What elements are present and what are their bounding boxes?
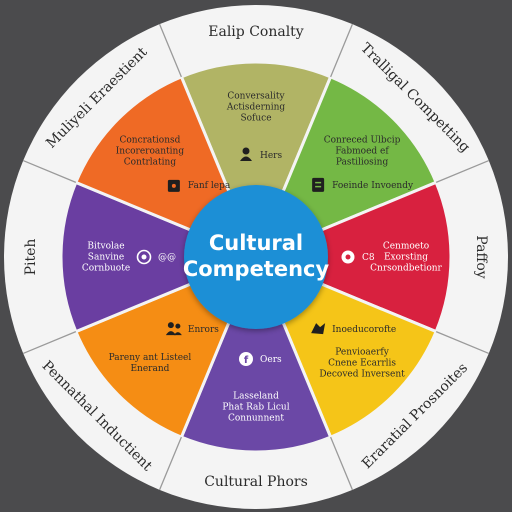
divider-top-left xyxy=(22,159,77,183)
divider-top-right xyxy=(330,23,354,78)
divider-left xyxy=(22,331,77,355)
segment-text-top-left: Contrlating xyxy=(124,157,177,167)
segment-text-top-left: Incoreroanting xyxy=(116,146,185,156)
outer-label-bottom: Cultural Phors xyxy=(204,474,308,490)
segment-text-top: Actisderning xyxy=(226,103,286,113)
target-icon xyxy=(136,249,152,265)
hand-icon xyxy=(311,323,326,335)
center-title-line1: Cultural xyxy=(209,231,303,255)
outer-label-right: Paffoy xyxy=(473,235,489,279)
person-icon xyxy=(240,147,252,161)
segment-text-bottom-right: Penvioaerfy xyxy=(335,348,389,358)
segment-text-right: Cenmoeto xyxy=(383,242,429,252)
divider-right xyxy=(435,159,490,183)
icon-text-left: @@ xyxy=(158,253,176,263)
icon-text-bottom: Oers xyxy=(260,355,282,365)
icon-text-bottom-left: Enrors xyxy=(188,325,219,335)
icon-text-top: Hers xyxy=(260,151,282,161)
document-icon xyxy=(312,177,325,192)
center-circle xyxy=(184,185,328,329)
facebook-icon: f xyxy=(239,352,253,366)
segment-text-bottom-right: Cnene Ecarrlis xyxy=(328,359,396,369)
segment-text-top-left: Concrationsd xyxy=(119,135,180,145)
dividers-group xyxy=(22,23,490,491)
icon-text-top-right: Foeinde Invoendy xyxy=(332,181,414,191)
segment-text-top: Sofuce xyxy=(240,114,271,124)
segment-text-left: Bitvolae xyxy=(87,242,124,252)
segment-text-left: Sanvine xyxy=(88,253,124,263)
icon-text-bottom-right: Inoeducorofte xyxy=(332,325,396,335)
segment-text-bottom-left: Enerand xyxy=(130,364,169,374)
segment-text-top: Conversality xyxy=(227,92,285,102)
divider-bottom xyxy=(330,436,354,491)
gear-icon xyxy=(341,250,355,264)
divider-bottom-right xyxy=(435,331,490,355)
divider-top xyxy=(158,23,182,78)
segment-text-bottom: Phat Rab Licul xyxy=(222,403,289,413)
segment-text-bottom-left: Pareny ant Listeel xyxy=(109,353,192,363)
icon-text-right: C8 xyxy=(362,253,375,263)
segment-text-top-right: Fabmoed ef xyxy=(335,146,389,156)
divider-bottom-left xyxy=(158,436,182,491)
segment-text-bottom: Lasseland xyxy=(233,392,279,402)
lock-icon xyxy=(167,179,180,192)
segment-text-top-right: Conreced Ulbcip xyxy=(324,135,401,145)
segment-text-right: Cnrsondbetionr xyxy=(370,264,442,274)
outer-label-top: Ealip Conalty xyxy=(208,24,304,40)
segment-text-top-right: Pastiliosing xyxy=(336,157,389,167)
svg-text:f: f xyxy=(244,355,249,366)
center-title-line2: Competency xyxy=(183,257,330,281)
people-icon xyxy=(165,322,182,336)
segment-text-bottom: Connunnent xyxy=(228,414,284,424)
icon-text-top-left: Fanf lepa xyxy=(188,181,231,191)
outer-label-left: Piteh xyxy=(23,239,39,276)
segment-text-left: Cornbuote xyxy=(82,264,130,274)
segment-text-right: Exorsting xyxy=(384,253,428,263)
segment-text-bottom-right: Decoved Inversent xyxy=(319,370,405,380)
